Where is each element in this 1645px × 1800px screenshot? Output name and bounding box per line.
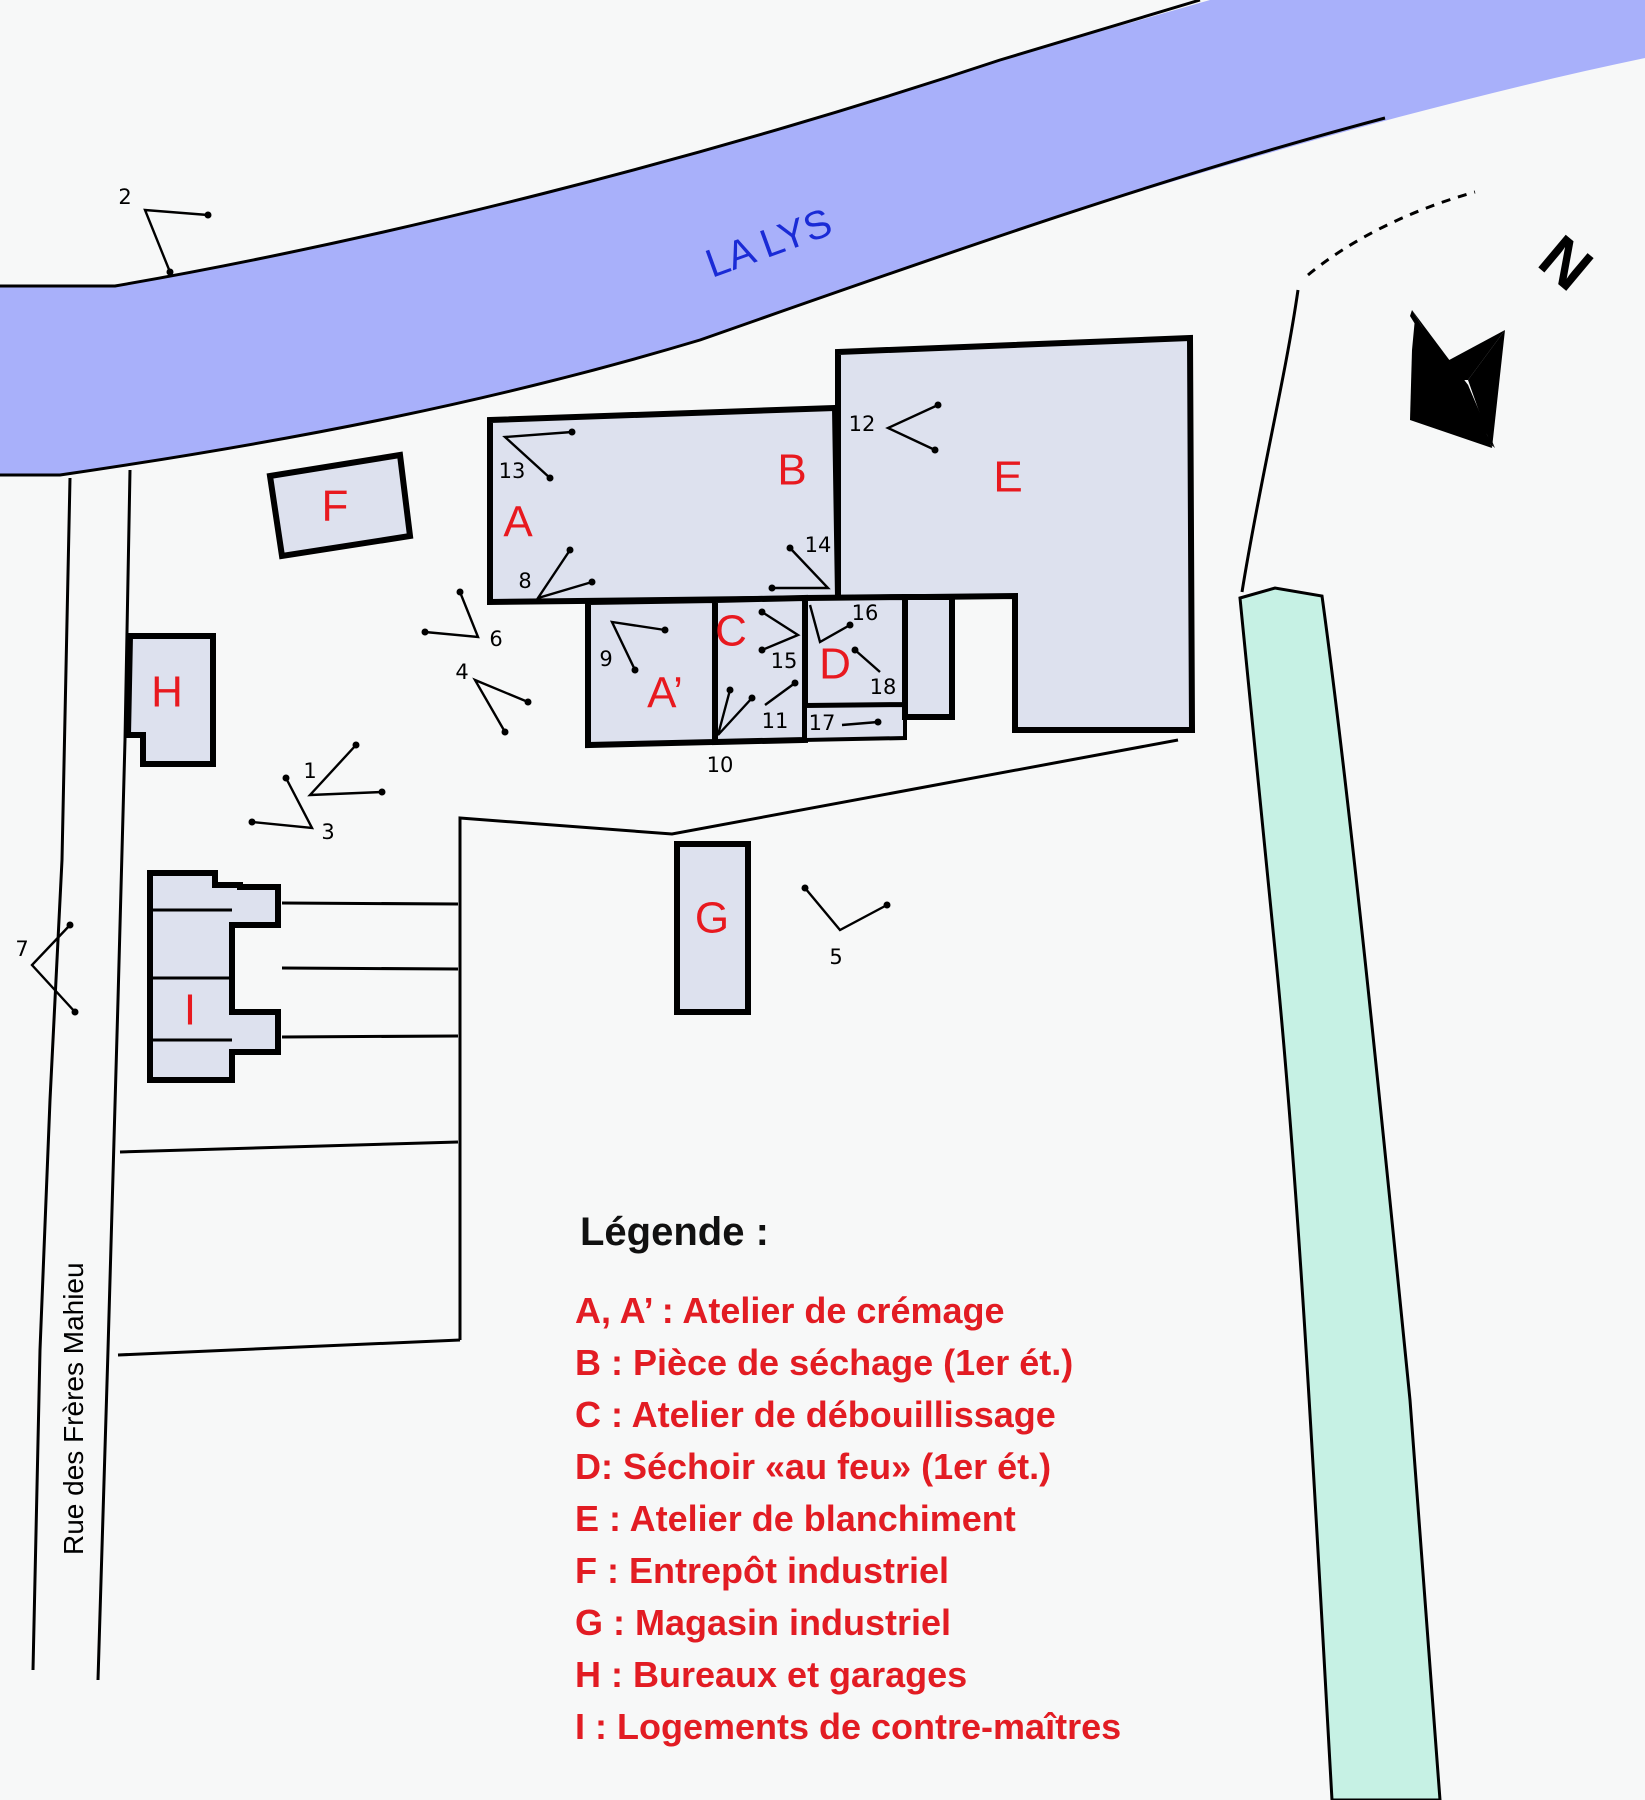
legend-item-a: A, A’ : Atelier de crémage (575, 1290, 1005, 1331)
viewpoint-7: 7 (15, 921, 79, 1016)
viewpoint-5: 5 (801, 884, 891, 969)
legend-item-g: G : Magasin industriel (575, 1602, 952, 1643)
legend-item-e: E : Atelier de blanchiment (575, 1498, 1016, 1539)
building-h (124, 633, 216, 767)
legend-item-c: C : Atelier de débouillissage (575, 1394, 1056, 1435)
north-letter: N (1526, 223, 1605, 305)
road-east-edge (1240, 289, 1300, 593)
river-south-bank (0, 116, 1386, 477)
plot-line-4 (281, 966, 459, 971)
road-dashed (1307, 190, 1476, 277)
legend-title: Légende : (580, 1210, 769, 1254)
viewpoint-11: 11 (762, 679, 799, 733)
svg-text:2: 2 (118, 185, 131, 209)
viewpoint-18: 18 (851, 646, 897, 699)
viewpoint-17: 17 (809, 711, 882, 735)
viewpoint-15: 15 (758, 608, 801, 673)
building-g (674, 841, 751, 1015)
plot-line-5 (281, 1034, 459, 1039)
legend-list: A, A’ : Atelier de crémage B : Pièce de … (575, 1285, 1295, 1753)
plot-line-3 (281, 901, 459, 906)
street-east-edge (96, 469, 132, 1681)
legend-item-b: B : Pièce de séchage (1er ét.) (575, 1342, 1074, 1383)
svg-text:4: 4 (455, 660, 468, 684)
viewpoint-8: 8 (518, 546, 596, 601)
svg-text:11: 11 (762, 709, 789, 733)
svg-text:6: 6 (489, 627, 502, 651)
label-building-e: E (993, 453, 1022, 502)
svg-text:17: 17 (809, 711, 836, 735)
viewpoint-2: 2 (118, 185, 212, 276)
svg-text:7: 7 (15, 937, 28, 961)
label-building-h: H (151, 668, 183, 717)
label-building-d: D (819, 640, 851, 689)
viewpoint-12: 12 (849, 401, 942, 454)
svg-text:18: 18 (870, 675, 897, 699)
viewpoint-16: 16 (808, 601, 879, 644)
label-building-a-prime: A’ (647, 669, 683, 718)
street-label: Rue des Frères Mahieu (58, 1262, 89, 1555)
north-arrow-shape (1412, 330, 1505, 448)
label-building-c: C (715, 607, 747, 656)
site-boundary (458, 738, 1179, 1340)
svg-text:3: 3 (321, 820, 334, 844)
svg-text:1: 1 (303, 759, 316, 783)
plot-line-1 (117, 1338, 461, 1357)
label-building-f: F (322, 482, 349, 531)
label-building-g: G (695, 894, 729, 943)
viewpoint-14: 14 (768, 533, 832, 592)
building-d-lower (803, 702, 907, 743)
viewpoint-1: 1 (303, 741, 386, 797)
river-lys (0, 0, 1645, 475)
svg-text:8: 8 (518, 569, 531, 593)
viewpoint-10: 10 (707, 686, 756, 777)
legend-item-d: D: Séchoir «au feu» (1er ét.) (575, 1446, 1052, 1487)
building-d-wing (902, 594, 955, 720)
svg-text:12: 12 (849, 412, 876, 436)
viewpoint-3: 3 (248, 774, 335, 844)
river-north-bank (0, 0, 1201, 288)
viewpoint-9: 9 (599, 620, 669, 674)
label-building-i: I (184, 986, 196, 1035)
svg-text:15: 15 (771, 649, 798, 673)
label-building-a: A (503, 498, 533, 547)
canal (1238, 586, 1442, 1800)
legend-item-h: H : Bureaux et garages (575, 1654, 968, 1695)
svg-text:14: 14 (805, 533, 832, 557)
legend-item-i: I : Logements de contre-maîtres (575, 1706, 1122, 1747)
street-west-edge (31, 477, 72, 1671)
legend-item-f: F : Entrepôt industriel (575, 1550, 949, 1591)
building-f (266, 451, 414, 560)
svg-text:16: 16 (852, 601, 879, 625)
label-building-b: B (777, 446, 806, 495)
svg-text:13: 13 (499, 459, 526, 483)
svg-text:5: 5 (829, 945, 842, 969)
legend: Légende : A, A’ : Atelier de crémage B :… (575, 1210, 1295, 1753)
plot-line-2 (119, 1140, 459, 1154)
svg-text:10: 10 (707, 753, 734, 777)
viewpoint-4: 4 (455, 660, 532, 736)
viewpoint-6: 6 (421, 588, 503, 651)
viewpoint-13: 13 (499, 428, 576, 483)
svg-text:9: 9 (599, 647, 612, 671)
building-a-b (487, 404, 842, 606)
